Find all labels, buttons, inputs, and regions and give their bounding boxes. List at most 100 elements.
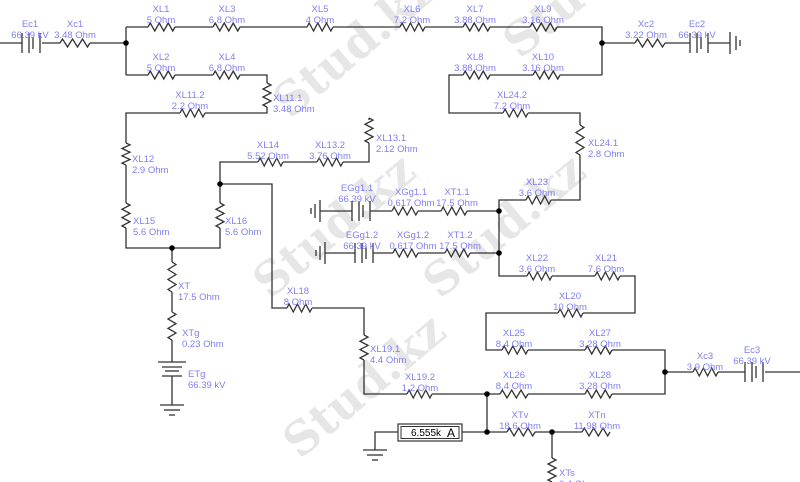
XL1-resistor-icon[interactable]: [147, 21, 176, 33]
Ec3-source-icon[interactable]: [744, 362, 764, 382]
Xc2-resistor-icon[interactable]: [634, 37, 666, 49]
component-value: 3.88 Ohm: [454, 63, 496, 74]
ammeter-unit: A: [447, 426, 455, 440]
XL3-resistor-icon[interactable]: [212, 21, 241, 33]
component-value: 11.98 Ohm: [574, 421, 620, 432]
XT1.1-resistor-icon[interactable]: [440, 205, 468, 217]
component-name: XTv: [512, 410, 529, 421]
component-value: 3.28 Ohm: [579, 339, 621, 350]
component-name: XL13.2: [315, 140, 345, 151]
component-label-xl13-1: XL13.12.12 Ohm: [376, 133, 418, 155]
XL26-resistor-icon[interactable]: [499, 388, 529, 400]
EGg1.2-source-icon[interactable]: [354, 243, 374, 263]
component-value: 66.39 kV: [678, 30, 716, 41]
component-name: Xc3: [697, 351, 713, 362]
XTn-resistor-icon[interactable]: [581, 426, 611, 438]
XL18-resistor-icon[interactable]: [286, 302, 313, 314]
component-name: XL15: [133, 216, 155, 227]
XT1.2-resistor-icon[interactable]: [444, 247, 471, 259]
XTv-resistor-icon[interactable]: [506, 426, 536, 438]
Xc1-resistor-icon[interactable]: [59, 37, 91, 49]
XL22-resistor-icon[interactable]: [526, 270, 553, 282]
XL25-resistor-icon[interactable]: [501, 344, 529, 356]
XL2-resistor-icon[interactable]: [147, 69, 176, 81]
ETg-source-icon[interactable]: [158, 361, 186, 377]
component-value: 66.39 kV: [733, 356, 771, 367]
XL13.1-resistor-icon[interactable]: [363, 117, 375, 144]
XL21-resistor-icon[interactable]: [594, 270, 621, 282]
XL16-resistor-icon[interactable]: [214, 202, 226, 229]
junction-node: [217, 181, 223, 187]
XL23-resistor-icon[interactable]: [525, 194, 552, 206]
EGg1.1-source-icon[interactable]: [351, 201, 371, 221]
XGg1.1-resistor-icon[interactable]: [391, 205, 419, 217]
wire: [219, 161, 258, 184]
component-value: 3.48 Ohm: [54, 30, 96, 41]
XL11.2-resistor-icon[interactable]: [179, 107, 206, 119]
component-value: 0.617 Ohm: [390, 241, 437, 252]
XL8-resistor-icon[interactable]: [462, 69, 491, 81]
XL15-resistor-icon[interactable]: [120, 202, 132, 229]
XL9-resistor-icon[interactable]: [529, 21, 558, 33]
component-name: XL10: [532, 52, 554, 63]
component-name: XL19.2: [405, 372, 435, 383]
XL24.2-resistor-icon[interactable]: [502, 107, 529, 119]
component-value: 6.8 Ohm: [209, 63, 246, 74]
component-label-egg1-1: EGg1.166.39 kV: [338, 183, 376, 205]
XL4-resistor-icon[interactable]: [212, 69, 241, 81]
XL27-resistor-icon[interactable]: [584, 344, 613, 356]
junction-node: [496, 208, 502, 214]
ammeter[interactable]: 6.555k A: [397, 423, 463, 442]
wire: [220, 183, 287, 309]
XL5-resistor-icon[interactable]: [306, 21, 334, 33]
component-value: 10 Ohm: [553, 302, 587, 313]
XT-resistor-icon[interactable]: [166, 261, 178, 293]
component-name: XL8: [467, 52, 484, 63]
component-label-xl19-1: XL19.14.4 Ohm: [370, 344, 407, 366]
component-name: XL23: [526, 177, 548, 188]
junction-node: [484, 429, 490, 435]
component-value: 3.16 Ohm: [522, 15, 564, 26]
component-name: XL27: [589, 328, 611, 339]
XL19.1-resistor-icon[interactable]: [358, 334, 370, 361]
XTs-resistor-icon[interactable]: [546, 457, 558, 482]
Xc3-resistor-icon[interactable]: [692, 366, 719, 378]
XL19.2-resistor-icon[interactable]: [406, 388, 433, 400]
component-value: 1.2 Ohm: [402, 383, 439, 394]
component-label-xl11-1: XL11.13.48 Ohm: [273, 93, 315, 115]
XTg-resistor-icon[interactable]: [166, 311, 178, 341]
XL28-resistor-icon[interactable]: [584, 388, 613, 400]
component-value: 18.6 Ohm: [499, 421, 541, 432]
XGg1.2-resistor-icon[interactable]: [392, 247, 419, 259]
XL20-resistor-icon[interactable]: [557, 307, 584, 319]
XL13.2-resistor-icon[interactable]: [316, 156, 344, 168]
component-value: 66.39 kV: [338, 194, 376, 205]
XL24.1-resistor-icon[interactable]: [574, 124, 586, 156]
component-value: 6.8 Ohm: [209, 15, 246, 26]
XL6-resistor-icon[interactable]: [399, 21, 426, 33]
component-label-xts: XTs0.4 Ohm: [559, 468, 596, 482]
XL7-resistor-icon[interactable]: [462, 21, 491, 33]
Ec1-source-icon[interactable]: [21, 33, 41, 53]
component-name: XTg: [182, 328, 199, 339]
XL14-resistor-icon[interactable]: [257, 156, 284, 168]
XL10-resistor-icon[interactable]: [532, 69, 561, 81]
XL11.1-resistor-icon[interactable]: [261, 82, 273, 108]
component-name: XL4: [219, 52, 236, 63]
component-name: XL28: [589, 370, 611, 381]
component-label-xl1: XL15 Ohm: [147, 4, 176, 26]
component-name: XL1: [153, 4, 170, 15]
Ec2-source-icon[interactable]: [689, 33, 709, 53]
component-value: 3.9 Ohm: [687, 362, 724, 373]
ammeter-reading: 6.555k: [411, 428, 442, 439]
XL12-resistor-icon[interactable]: [120, 142, 132, 166]
component-name: EGg1.1: [341, 183, 373, 194]
